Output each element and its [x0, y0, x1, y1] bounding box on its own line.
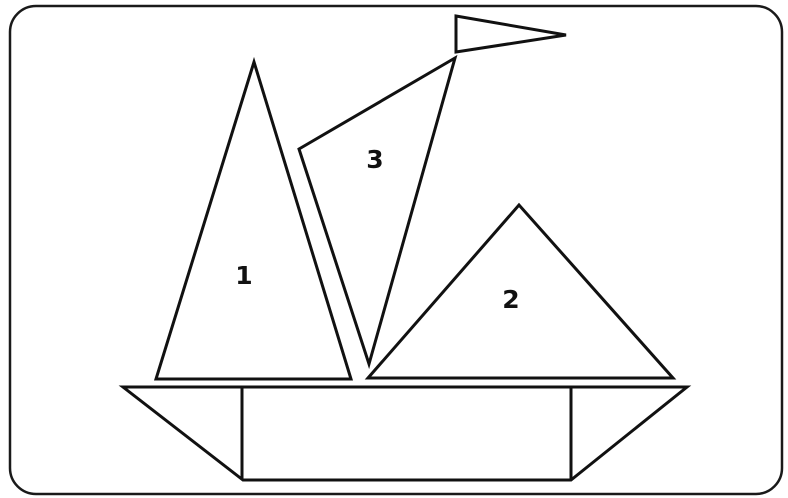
- label-1: 1: [235, 261, 252, 290]
- label-3: 3: [366, 145, 383, 174]
- label-2: 2: [502, 285, 519, 314]
- diagram-frame: [10, 6, 782, 494]
